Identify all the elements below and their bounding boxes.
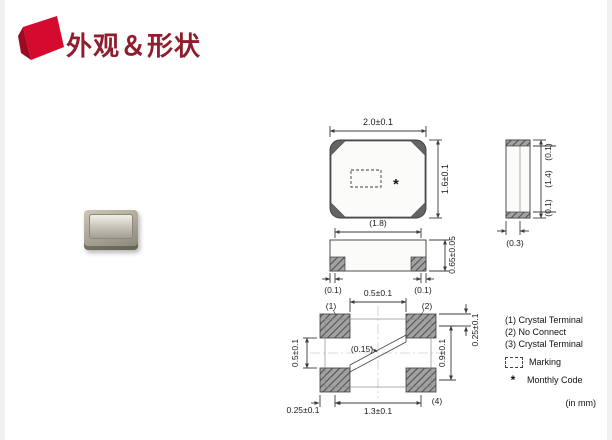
land-pad-4-label: (4) <box>432 396 443 406</box>
legend-item-terminal-3: (3) Crystal Terminal <box>505 339 583 349</box>
dim-land-offset-bottom: 0.25±0.1 <box>286 405 319 415</box>
legend-monthly-label: Monthly Code <box>527 375 583 385</box>
component-photo <box>84 210 138 250</box>
flag-fold <box>18 27 31 60</box>
side-view: (0.1) (1.4) (0.1) (0.3) <box>497 139 556 248</box>
legend-item-terminal-1: (1) Crystal Terminal <box>505 315 583 325</box>
page-margin-left <box>0 0 5 440</box>
dim-side-pad-top: (0.1) <box>543 143 553 161</box>
land-pad-2 <box>405 313 437 339</box>
side-view-body <box>505 139 531 219</box>
legend-marking-row: Marking <box>505 356 583 368</box>
dim-land-pitch-bottom: 1.3±0.1 <box>364 406 393 416</box>
dim-top-height: 1.6±0.1 <box>440 164 450 194</box>
land-pattern-dim-lines <box>303 298 471 407</box>
marking-box-icon <box>505 356 523 368</box>
land-pad-1-label: (1) <box>326 301 337 311</box>
dim-front-width: (1.8) <box>369 218 387 228</box>
dim-land-gap-top: 0.5±0.1 <box>364 288 393 298</box>
front-view-pad-right <box>410 256 427 272</box>
legend: (1) Crystal Terminal (2) No Connect (3) … <box>505 314 583 386</box>
dim-land-pitch-right: 0.9±0.1 <box>437 339 447 368</box>
land-pattern-view: (1) (2) (4) 0.5±0.1 (0.15) 0.5±0.1 0.9±0… <box>286 288 480 416</box>
dim-side-pad-bottom: (0.1) <box>543 199 553 217</box>
flag-front <box>23 16 64 60</box>
front-view-body <box>329 239 427 272</box>
dim-top-width: 2.0±0.1 <box>363 117 393 127</box>
front-view-dim-lines <box>322 228 449 283</box>
side-view-pad-top <box>505 139 531 147</box>
top-view: * 2.0±0.1 1.6±0.1 <box>329 117 450 219</box>
top-view-dim-lines <box>329 126 442 219</box>
unit-note: (in mm) <box>565 398 597 408</box>
dim-side-body: (1.4) <box>543 170 553 188</box>
land-pad-3 <box>319 367 351 393</box>
asterisk-icon: * <box>510 373 516 387</box>
land-pad-2-label: (2) <box>422 301 433 311</box>
flag-icon <box>18 16 64 60</box>
land-pad-1 <box>319 313 351 339</box>
front-view-pad-left <box>329 256 346 272</box>
dim-front-pad-right: (0.1) <box>414 285 432 295</box>
package-outline <box>324 318 432 388</box>
crystal-connection-band <box>349 334 407 373</box>
legend-item-terminal-2: (2) No Connect <box>505 327 567 337</box>
land-pad-4 <box>405 367 437 393</box>
legend-monthly-row: * Monthly Code <box>505 374 583 386</box>
dim-front-height: 0.65±0.05 <box>447 236 457 274</box>
component-photo-lid <box>89 214 133 239</box>
legend-marking-label: Marking <box>529 357 562 367</box>
dim-land-band-width: (0.15) <box>351 344 373 354</box>
dim-land-gap-left: 0.5±0.1 <box>290 339 300 368</box>
front-view: (1.8) 0.65±0.05 (0.1) (0.1) <box>322 218 457 295</box>
side-view-pad-bottom <box>505 211 531 219</box>
marking-area-box <box>350 169 382 188</box>
dim-land-offset-right: 0.25±0.1 <box>470 313 480 346</box>
monthly-code-mark: * <box>393 176 399 193</box>
page-title: 外观＆形状 <box>66 31 202 61</box>
page-margin-right <box>607 0 612 440</box>
dim-front-pad-left: (0.1) <box>324 285 342 295</box>
side-view-dim-lines <box>497 139 556 235</box>
dim-side-wrap: (0.3) <box>506 238 524 248</box>
top-view-lid <box>330 140 426 218</box>
